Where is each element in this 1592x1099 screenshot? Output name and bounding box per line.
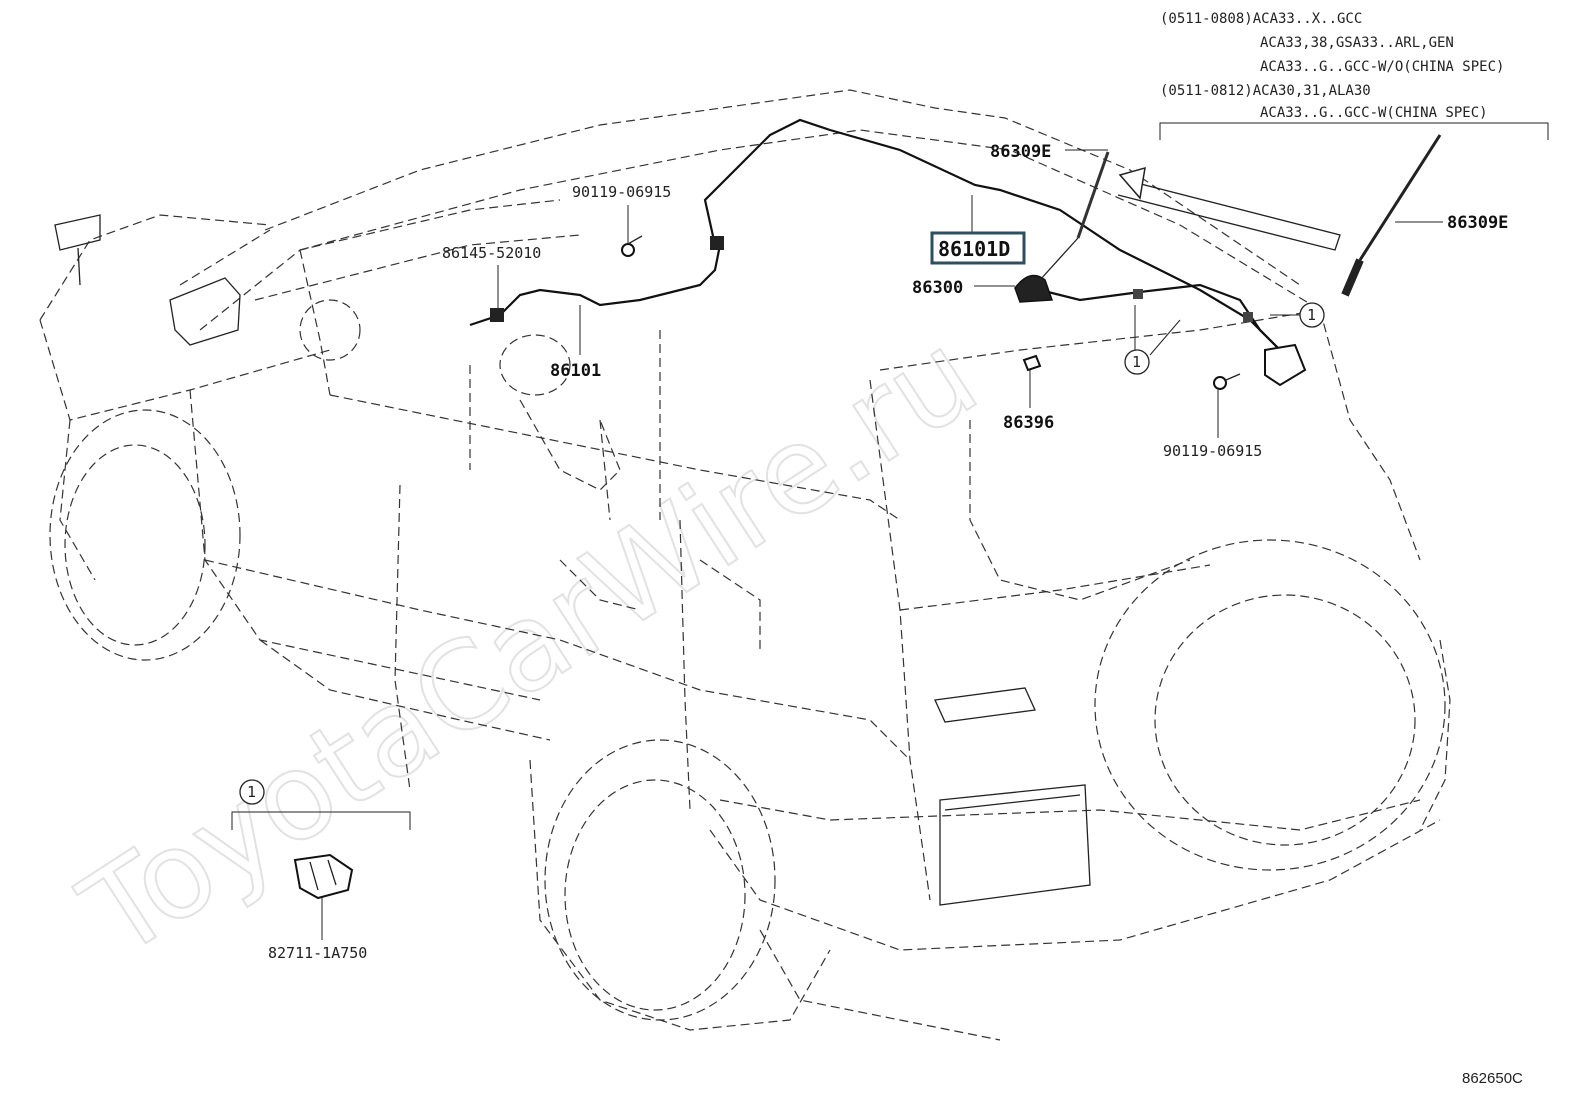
- antenna-mast-icon: [1076, 151, 1110, 239]
- note-line-4: (0511-0812)ACA30,31,ALA30: [1160, 83, 1371, 99]
- inset-detail: 1: [231, 779, 411, 900]
- part-82711-1A750[interactable]: 82711-1A750: [268, 944, 367, 962]
- part-86101[interactable]: 86101: [550, 361, 601, 381]
- notes-bracket: [1159, 122, 1549, 140]
- watermark: ToyotaCarWire.ru: [59, 306, 1001, 985]
- note-line-3: ACA33..G..GCC-W/O(CHINA SPEC): [1260, 59, 1504, 75]
- clip-icon: [1243, 312, 1253, 322]
- clip-icon: [1133, 289, 1143, 299]
- figure-code: 862650C: [1462, 1070, 1523, 1087]
- callout-1-main[interactable]: 1: [1299, 302, 1325, 328]
- connector-icon: [293, 853, 354, 900]
- callout-1-lower[interactable]: 1: [1124, 349, 1150, 375]
- part-86300[interactable]: 86300: [912, 278, 963, 298]
- bolt-icon: [1213, 373, 1241, 390]
- vehicle-outline: [39, 89, 1451, 1041]
- leader-lines: [321, 149, 1443, 940]
- bolt-icon: [621, 235, 643, 257]
- callout-1-inset[interactable]: 1: [239, 779, 265, 805]
- svg-text:1: 1: [247, 783, 256, 801]
- part-90119-06915-top[interactable]: 90119-06915: [572, 183, 671, 201]
- arrow-icon: [1117, 166, 1341, 251]
- part-86145-52010[interactable]: 86145-52010: [442, 244, 541, 262]
- svg-text:1: 1: [1307, 306, 1316, 324]
- antenna-cord-harness: [469, 118, 1281, 351]
- note-line-2: ACA33,38,GSA33..ARL,GEN: [1260, 35, 1454, 51]
- antenna-mast-icon: [1341, 134, 1442, 297]
- part-86309E-mast[interactable]: 86309E: [990, 142, 1051, 162]
- connector-icon: [710, 236, 724, 250]
- svg-text:1: 1: [1132, 353, 1141, 371]
- part-90119-06915-right[interactable]: 90119-06915: [1163, 442, 1262, 460]
- highlight-box: [930, 231, 1026, 265]
- connector-icon: [1264, 343, 1307, 387]
- note-line-1: (0511-0808)ACA33..X..GCC: [1160, 11, 1362, 27]
- part-86101D[interactable]: 86101D: [938, 237, 1010, 261]
- part-86396[interactable]: 86396: [1003, 413, 1054, 433]
- connector-icon: [490, 308, 504, 322]
- antenna-base-icon: [1014, 274, 1054, 303]
- part-86309E-detail[interactable]: 86309E: [1447, 213, 1508, 233]
- clip-icon: [1022, 354, 1042, 372]
- note-line-5: ACA33..G..GCC-W(CHINA SPEC): [1260, 105, 1488, 121]
